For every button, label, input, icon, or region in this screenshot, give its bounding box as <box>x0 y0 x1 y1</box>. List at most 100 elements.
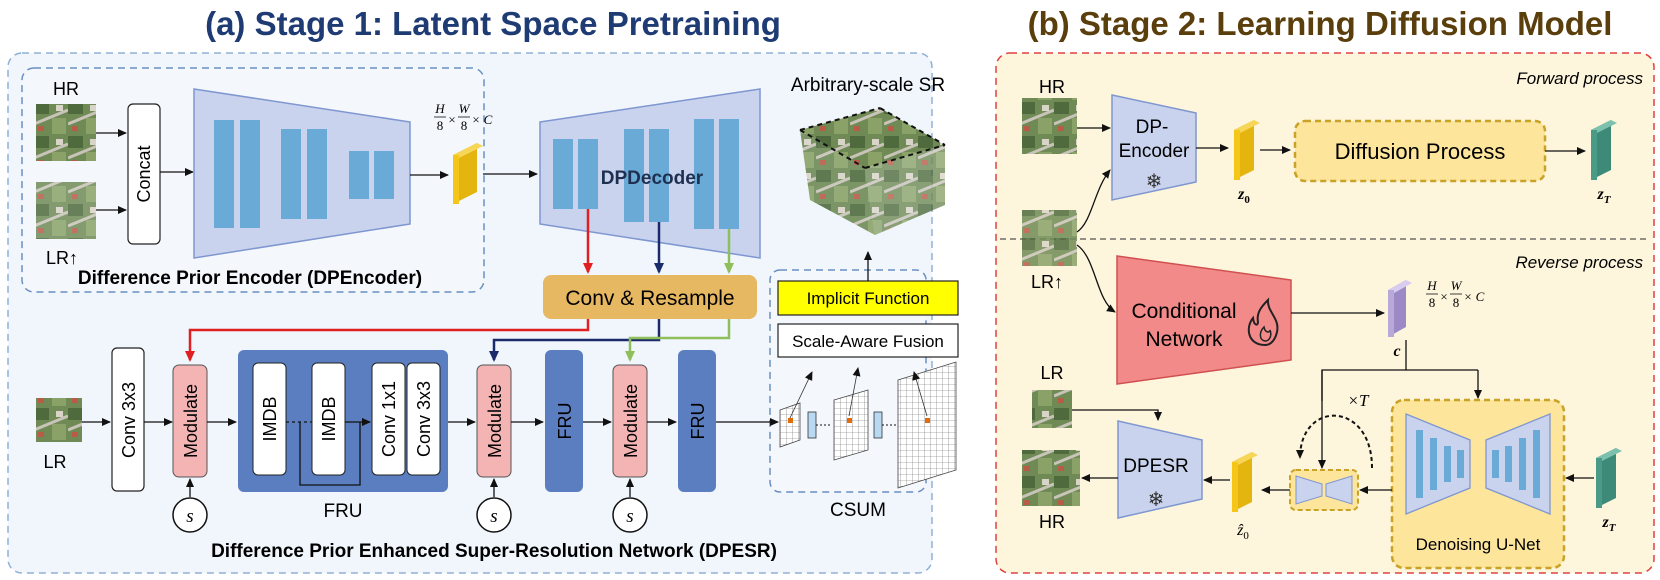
stage1-hr-label: HR <box>53 79 79 99</box>
svg-text:W: W <box>459 101 471 116</box>
modulate-box-2 <box>476 364 512 478</box>
fru-caption: FRU <box>323 501 362 522</box>
z0-hat-cube <box>1232 452 1258 512</box>
scale-s-node-2 <box>476 497 512 533</box>
conv-resample-label: Conv & Resample <box>565 287 734 310</box>
imdb-box-1 <box>252 362 287 476</box>
scale-s-label-2: s <box>490 506 497 527</box>
concat-label: Concat <box>134 145 154 202</box>
z0-cube <box>1234 120 1260 180</box>
loop-arrow <box>1296 414 1373 469</box>
decoder-block <box>578 139 598 209</box>
svg-text:W: W <box>1451 278 1463 293</box>
unet-block <box>1492 450 1499 478</box>
unet-block <box>1457 450 1464 478</box>
fru-box-2 <box>678 350 716 492</box>
imdb-box-2 <box>311 362 346 476</box>
conv3x3-fru-label: Conv 3x3 <box>414 381 434 457</box>
svg-text:8: 8 <box>1453 295 1460 310</box>
decoder-block <box>694 119 714 229</box>
svg-text:×: × <box>1440 289 1447 304</box>
stage1-lr-label: LR <box>43 452 66 472</box>
modulate-box-1 <box>172 364 208 478</box>
svg-text:H: H <box>434 101 445 116</box>
dp-encoder-trapezoid <box>1111 94 1197 201</box>
arbitrary-scale-image <box>799 107 946 235</box>
fru-label-2: FRU <box>688 403 708 440</box>
svg-text:C: C <box>1476 289 1485 304</box>
stage2-lr-up-label: LR↑ <box>1031 272 1063 292</box>
unet-block <box>1430 438 1437 490</box>
zt-cube-reverse <box>1596 448 1622 508</box>
latent-cube <box>453 143 483 204</box>
dpesr-caption: Difference Prior Enhanced Super-Resoluti… <box>211 541 777 562</box>
z0-label: z0 <box>1237 186 1250 206</box>
unet-block <box>1533 430 1540 498</box>
stage2-hr-output-label: HR <box>1039 512 1065 532</box>
stage2-lr-image <box>1032 390 1072 428</box>
stage2-lr-up-image <box>1022 210 1077 266</box>
decoder-block <box>649 129 669 222</box>
scale-s-label-3: s <box>626 506 633 527</box>
svg-text:8: 8 <box>437 118 444 133</box>
stage2-hr-image <box>1022 98 1077 154</box>
encoder-block <box>240 120 260 228</box>
scale-aware-fusion-label: Scale-Aware Fusion <box>792 332 944 351</box>
conv1x1-label: Conv 1x1 <box>379 381 399 457</box>
svg-text:H: H <box>1426 278 1437 293</box>
encoder-block <box>214 120 234 228</box>
c-cube <box>1388 280 1412 337</box>
stage1-lr-image <box>36 398 82 442</box>
unet-block <box>1505 446 1512 482</box>
diffusion-process-label: Diffusion Process <box>1335 139 1506 164</box>
unet-block <box>1416 430 1423 498</box>
dpencoder-caption: Difference Prior Encoder (DPEncoder) <box>78 268 422 289</box>
csum-label: CSUM <box>830 500 886 521</box>
arbitrary-scale-label: Arbitrary-scale SR <box>791 75 945 96</box>
conv3x3-fru-box <box>406 362 441 476</box>
imdb-label-1: IMDB <box>260 397 280 442</box>
stage1-lr-up-image <box>36 182 96 239</box>
scale-s-node-1 <box>172 497 208 533</box>
fru-label-1: FRU <box>555 403 575 440</box>
z0-hat-label: ẑ0 <box>1236 522 1249 542</box>
conv1x1-box <box>371 362 406 476</box>
scale-s-label-1: s <box>186 506 193 527</box>
modulate-label-3: Modulate <box>621 384 641 458</box>
svg-text:×: × <box>1464 289 1471 304</box>
stage2-title: (b) Stage 2: Learning Diffusion Model <box>1028 5 1613 42</box>
zt-cube <box>1591 120 1617 180</box>
modulate-label-1: Modulate <box>181 384 201 458</box>
times-t-label: ×T <box>1348 391 1370 410</box>
unet-block <box>1444 446 1451 482</box>
stage2-hr-output-image <box>1022 450 1080 506</box>
implicit-function-box <box>777 280 959 316</box>
modulate-label-2: Modulate <box>485 384 505 458</box>
stage2-hr-label: HR <box>1039 77 1065 97</box>
unet-block <box>1519 438 1526 490</box>
denoising-unet-label: Denoising U-Net <box>1416 535 1541 554</box>
conv3x3-label: Conv 3x3 <box>119 382 139 458</box>
svg-text:×: × <box>472 112 479 127</box>
encoder-block <box>374 151 394 199</box>
small-unet-shape <box>1295 475 1323 505</box>
conv3x3-box <box>111 347 145 492</box>
zt-label: zT <box>1597 186 1612 206</box>
stage2-lr-label: LR <box>1040 363 1063 383</box>
modulate-box-3 <box>612 364 648 478</box>
svg-text:C: C <box>484 112 493 127</box>
reverse-process-label: Reverse process <box>1515 253 1643 272</box>
c-label: c <box>1393 343 1400 360</box>
scale-aware-fusion-box <box>777 323 959 358</box>
implicit-function-label: Implicit Function <box>807 289 930 308</box>
svg-text:8: 8 <box>1429 295 1436 310</box>
imdb-label-2: IMDB <box>319 397 339 442</box>
conditional-network-label-1: Conditional <box>1131 300 1236 323</box>
decoder-block <box>553 139 573 209</box>
svg-text:×: × <box>448 112 455 127</box>
stage1-hr-image <box>36 104 96 161</box>
dpesr-trapezoid <box>1117 420 1203 519</box>
snowflake-icon: ❄ <box>1146 171 1163 193</box>
stage1-lr-up-label: LR↑ <box>46 248 78 268</box>
